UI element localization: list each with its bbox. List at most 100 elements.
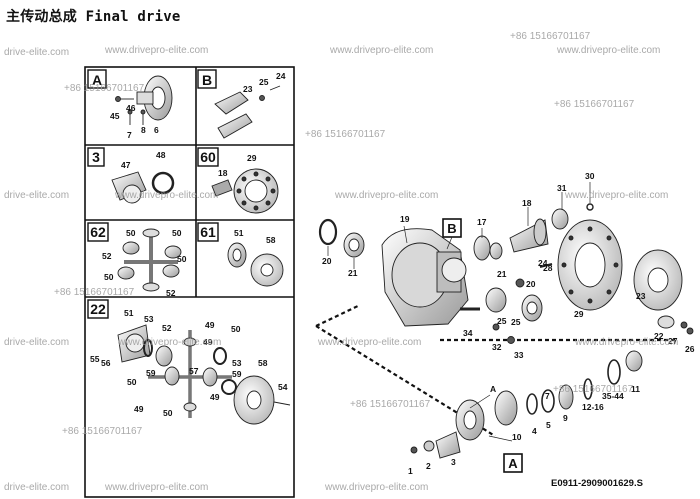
panel-a-callouts: 46 45 7 8 6 <box>110 103 159 140</box>
part-callout: 49 <box>134 404 144 414</box>
panel-label-60: 60 <box>200 149 216 165</box>
part-callout: 45 <box>110 111 120 121</box>
watermark-text: +86 15166701167 <box>54 287 135 298</box>
part-callout: 6 <box>154 125 159 135</box>
part-callout: 8 <box>141 125 146 135</box>
part-callout: 23 <box>636 291 646 301</box>
panel-label-b: B <box>202 72 212 88</box>
part-callout: 49 <box>205 320 215 330</box>
watermark-text: www.drivepro-elite.com <box>317 337 421 348</box>
watermark-text: www.drivepro-elite.com <box>329 45 433 56</box>
part-callout: 28 <box>543 263 553 273</box>
part-callout: 18 <box>218 168 228 178</box>
part-callout: 50 <box>104 272 114 282</box>
watermark-text: drive-elite.com <box>4 47 69 58</box>
part-callout: 29 <box>574 309 584 319</box>
part-callout: 5 <box>546 420 551 430</box>
part-callout: 50 <box>163 408 173 418</box>
part-callout: 50 <box>177 254 187 264</box>
watermark-text: +86 15166701167 <box>305 129 386 140</box>
part-callout: 50 <box>231 324 241 334</box>
part-callout: 30 <box>585 171 595 181</box>
part-callout: 35-44 <box>602 391 624 401</box>
reference-boxes <box>442 218 523 473</box>
part-callout: 10 <box>512 432 522 442</box>
drawing-code: E0911-2909001629.S <box>551 478 643 489</box>
panel-60-ring-illustration <box>211 168 279 214</box>
differential-housing-illustration <box>318 218 543 344</box>
part-callout: 11 <box>631 384 640 394</box>
part-callout: 50 <box>126 228 136 238</box>
panel-a-flange-illustration <box>115 75 173 125</box>
panel-label-62: 62 <box>90 224 106 240</box>
watermark-text: www.drivepro-elite.com <box>574 337 678 348</box>
watermark-text: www.drivepro-elite.com <box>104 45 208 56</box>
part-callout: 51 <box>234 228 244 238</box>
pinion-gear-illustration <box>509 203 594 253</box>
panel-3-callouts: 47 48 <box>121 150 166 170</box>
part-callout: 20 <box>526 279 536 289</box>
part-callout: 46 <box>126 103 136 113</box>
watermark-text: +86 15166701167 <box>64 83 145 94</box>
part-callout: 7 <box>545 391 550 401</box>
part-callout: 49 <box>203 337 213 347</box>
watermark-text: +86 15166701167 <box>510 31 591 42</box>
panel-62-spider-illustration <box>117 228 182 292</box>
watermark-text: www.drivepro-elite.com <box>556 45 660 56</box>
part-callout: 29 <box>247 153 257 163</box>
watermark-text: www.drivepro-elite.com <box>104 482 208 493</box>
part-callout: 31 <box>557 183 567 193</box>
part-callout: 4 <box>532 426 537 436</box>
panel-61-gear-illustration <box>227 242 284 287</box>
watermark-text: +86 15166701167 <box>553 384 634 395</box>
part-callout: 26 <box>685 344 695 354</box>
page-title: 主传动总成 Final drive <box>6 9 181 25</box>
part-callout: 53 <box>232 358 242 368</box>
leader-lines <box>327 182 591 442</box>
panel-b-callouts: 23 25 24 <box>243 71 286 94</box>
inset-panel-grid <box>84 66 295 498</box>
part-callout: 18 <box>522 198 532 208</box>
watermark-text: drive-elite.com <box>4 337 69 348</box>
part-callout: 32 <box>492 342 502 352</box>
part-callout: A <box>490 384 496 394</box>
watermark-text: www.drivepro-elite.com <box>114 190 218 201</box>
watermark-text: www.drivepro-elite.com <box>117 337 221 348</box>
part-callout: 57 <box>189 366 199 376</box>
part-callout: 21 <box>497 269 507 279</box>
part-callout: 52 <box>102 251 112 261</box>
part-callout: 51 <box>124 308 134 318</box>
part-callout: 33 <box>514 350 524 360</box>
part-callout: 52 <box>166 288 176 298</box>
part-callout: 25 <box>511 317 521 327</box>
crown-wheel-illustration <box>539 219 623 311</box>
panel-22-callouts: 51 53 55 56 52 49 50 49 53 57 59 59 50 5… <box>90 308 288 418</box>
panel-3-yoke-illustration <box>111 171 175 204</box>
panel-label-3: 3 <box>92 149 100 165</box>
watermarks: drive-elite.com www.drivepro-elite.com w… <box>4 31 678 493</box>
watermark-text: drive-elite.com <box>4 482 69 493</box>
part-callout: 55 <box>90 354 100 364</box>
part-callout: 21 <box>348 268 358 278</box>
part-callout: 24 <box>276 71 286 81</box>
part-callout: 58 <box>266 235 276 245</box>
panel-label-a: A <box>92 72 102 88</box>
drive-flange-illustration <box>410 350 643 459</box>
watermark-text: +86 15166701167 <box>350 399 431 410</box>
watermark-text: +86 15166701167 <box>554 99 635 110</box>
part-callout: 59 <box>232 369 242 379</box>
panel-label-61: 61 <box>200 224 216 240</box>
part-callout: 20 <box>322 256 332 266</box>
part-callout: 50 <box>172 228 182 238</box>
part-callout: 25 <box>259 77 269 87</box>
watermark-text: www.drivepro-elite.com <box>334 190 438 201</box>
part-callout: 1 <box>408 466 413 476</box>
part-callout: 59 <box>146 368 156 378</box>
panel-22-differential-illustration <box>117 324 291 425</box>
part-callout: 47 <box>121 160 131 170</box>
part-callout: 53 <box>144 314 154 324</box>
part-callout: 27 <box>668 336 678 346</box>
part-callout: 24 <box>538 258 548 268</box>
panel-60-callouts: 29 18 <box>218 153 257 178</box>
